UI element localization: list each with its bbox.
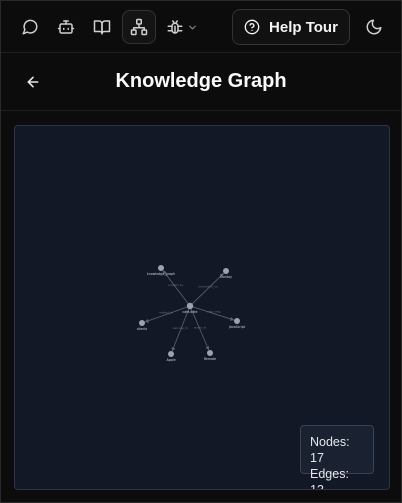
bug-menu-button[interactable] xyxy=(161,10,203,44)
graph-edge[interactable] xyxy=(191,272,224,305)
graph-node[interactable] xyxy=(207,350,213,356)
edges-count: Edges: 13 xyxy=(310,467,349,490)
nodes-count: Nodes: 17 xyxy=(310,435,350,465)
help-tour-button[interactable]: Help Tour xyxy=(232,9,350,45)
back-button[interactable] xyxy=(21,70,45,94)
graph-edge[interactable] xyxy=(190,308,210,351)
chat-icon[interactable] xyxy=(13,10,47,44)
graph-edge-label: scheduled_on xyxy=(198,285,217,289)
bug-icon xyxy=(167,20,183,34)
graph-edge[interactable] xyxy=(171,308,190,352)
moon-icon[interactable] xyxy=(357,10,391,44)
graph-node-label: JavaScript xyxy=(228,325,246,329)
graph-edge[interactable] xyxy=(162,270,189,304)
page-header: Knowledge Graph xyxy=(1,53,401,111)
graph-node[interactable] xyxy=(139,320,145,326)
knowledge-graph-canvas[interactable]: created_by scheduled_on related_to uses_lan… xyxy=(14,125,390,490)
graph-node-label: cafe.date xyxy=(183,310,198,314)
network-icon[interactable] xyxy=(122,10,156,44)
graph-edge[interactable] xyxy=(192,306,235,321)
graph-edge-label: uses_lang xyxy=(207,310,221,314)
graph-node-label: Remote xyxy=(204,357,216,361)
bot-icon[interactable] xyxy=(49,10,83,44)
graph-node[interactable] xyxy=(168,351,174,357)
top-toolbar: Help Tour xyxy=(1,1,401,53)
chevron-down-icon xyxy=(189,25,196,29)
graph-node[interactable] xyxy=(223,268,229,274)
help-circle-icon xyxy=(244,19,260,35)
graph-node-label: knowledge_graph xyxy=(147,272,175,276)
graph-node[interactable] xyxy=(186,302,194,310)
graph-node[interactable] xyxy=(158,265,164,271)
book-icon[interactable] xyxy=(85,10,119,44)
arrow-left-icon xyxy=(27,76,39,88)
graph-node-label: Sunday xyxy=(220,275,232,279)
graph-edge-label: created_by xyxy=(168,283,184,287)
edges-layer: created_by scheduled_on related_to uses_lan… xyxy=(144,270,235,352)
graph-edge[interactable] xyxy=(144,306,188,323)
graph-edge-label: works_at xyxy=(194,326,207,330)
page-title: Knowledge Graph xyxy=(115,70,287,92)
graph-stats-box: Nodes: 17 Edges: 13 xyxy=(300,425,374,489)
graph-svg[interactable]: created_by scheduled_on related_to uses_lan… xyxy=(15,126,390,490)
graph-edge-label: belongs_to xyxy=(173,326,188,330)
graph-node[interactable] xyxy=(234,318,240,324)
graph-node-label: Apple xyxy=(166,358,175,362)
graph-node-label: clients xyxy=(137,327,148,331)
graph-edge-label: related_to xyxy=(159,311,173,315)
help-tour-label: Help Tour xyxy=(269,18,338,36)
